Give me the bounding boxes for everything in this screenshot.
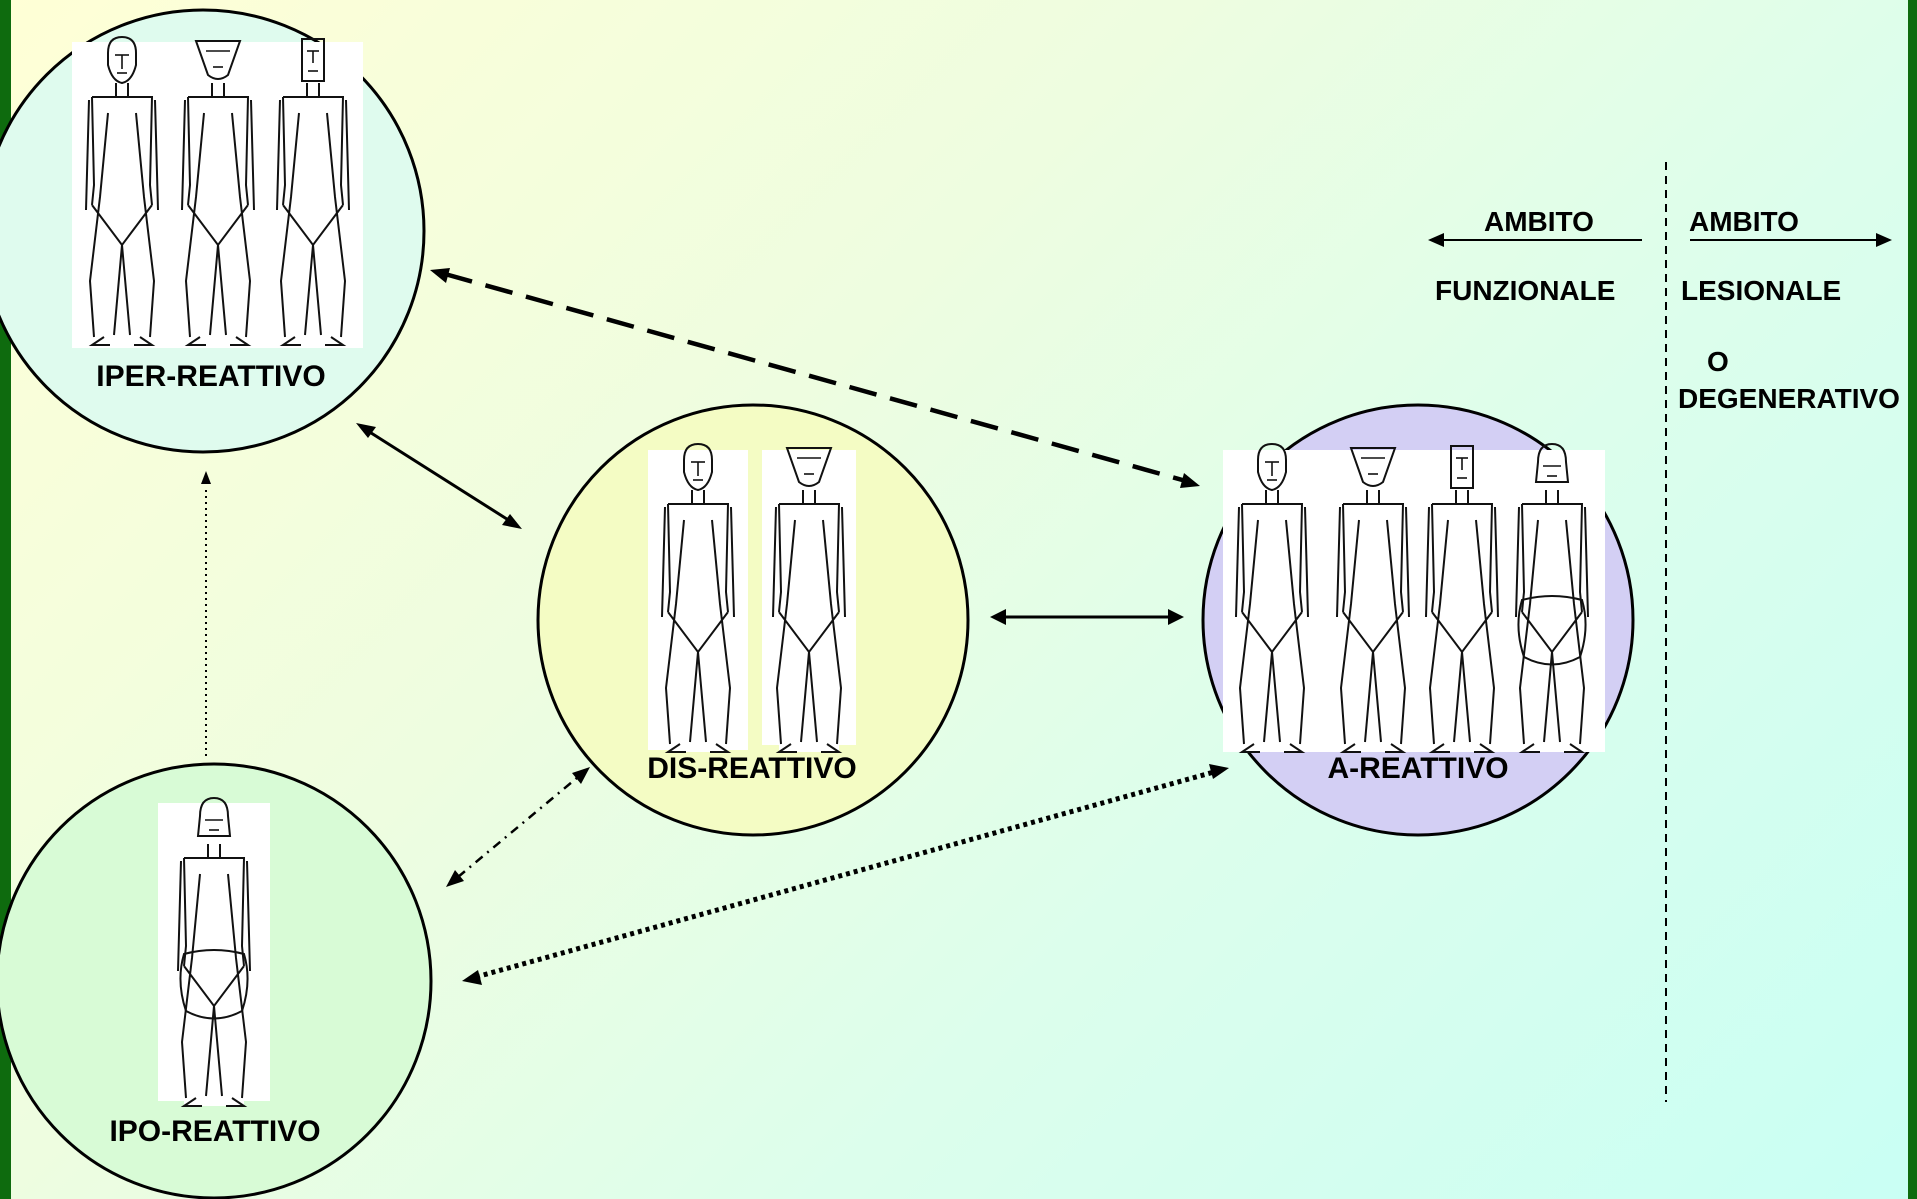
legend-left-kind: FUNZIONALE bbox=[1435, 275, 1615, 306]
figure-type-1 bbox=[1235, 443, 1309, 753]
arrowhead-icon bbox=[572, 767, 590, 784]
node-label-ipo: IPO-REATTIVO bbox=[109, 1115, 320, 1148]
node-label-iper: IPER-REATTIVO bbox=[96, 360, 325, 393]
edge-ipo-a bbox=[462, 764, 1229, 985]
arrowhead-icon bbox=[1209, 764, 1229, 779]
right-frame-border bbox=[1908, 0, 1917, 1199]
arrowhead-icon bbox=[502, 514, 522, 529]
node-iper: IPER-REATTIVO bbox=[0, 8, 426, 454]
arrowhead-icon bbox=[462, 970, 482, 985]
edge-ipo-iper bbox=[201, 471, 211, 756]
figure-type-2 bbox=[772, 447, 846, 753]
node-label-dis: DIS-REATTIVO bbox=[647, 752, 856, 785]
figure-type-3 bbox=[1425, 445, 1499, 753]
arrowhead-icon bbox=[446, 870, 464, 887]
figure-type-2 bbox=[1336, 447, 1410, 753]
figure-type-1 bbox=[85, 36, 159, 346]
arrowhead-icon bbox=[430, 268, 450, 283]
arrowhead-icon bbox=[1168, 609, 1184, 625]
legend-right-kind: LESIONALE bbox=[1681, 275, 1841, 306]
legend-right-alt: DEGENERATIVO bbox=[1678, 383, 1900, 414]
arrowhead-icon bbox=[1180, 473, 1200, 488]
node-ipo: IPO-REATTIVO bbox=[0, 762, 433, 1199]
figure-type-2 bbox=[181, 40, 255, 346]
arrowhead-icon bbox=[990, 609, 1006, 625]
figure-type-4 bbox=[1515, 443, 1589, 753]
arrowhead-icon bbox=[201, 471, 211, 484]
figure-type-1 bbox=[661, 443, 735, 753]
node-a: A-REATTIVO bbox=[1201, 403, 1635, 837]
figure-type-4 bbox=[177, 797, 251, 1107]
legend-left-ambito: AMBITO bbox=[1484, 206, 1594, 237]
node-dis: DIS-REATTIVO bbox=[536, 403, 970, 837]
figure-type-3 bbox=[276, 38, 350, 346]
edge-iper-a bbox=[430, 268, 1200, 488]
edge-ipo-dis bbox=[446, 767, 590, 887]
arrow-right-icon bbox=[1876, 233, 1892, 247]
legend-right-connector: O bbox=[1707, 346, 1729, 377]
edge-dis-a bbox=[990, 609, 1184, 625]
left-frame-border bbox=[0, 0, 11, 1199]
legend-right-ambito: AMBITO bbox=[1689, 206, 1799, 237]
arrow-left-icon bbox=[1428, 233, 1444, 247]
edge-iper-dis bbox=[356, 423, 522, 529]
legend: AMBITO FUNZIONALE AMBITO LESIONALE O DEG… bbox=[1428, 206, 1900, 414]
node-label-a: A-REATTIVO bbox=[1327, 752, 1508, 785]
arrowhead-icon bbox=[356, 423, 376, 438]
